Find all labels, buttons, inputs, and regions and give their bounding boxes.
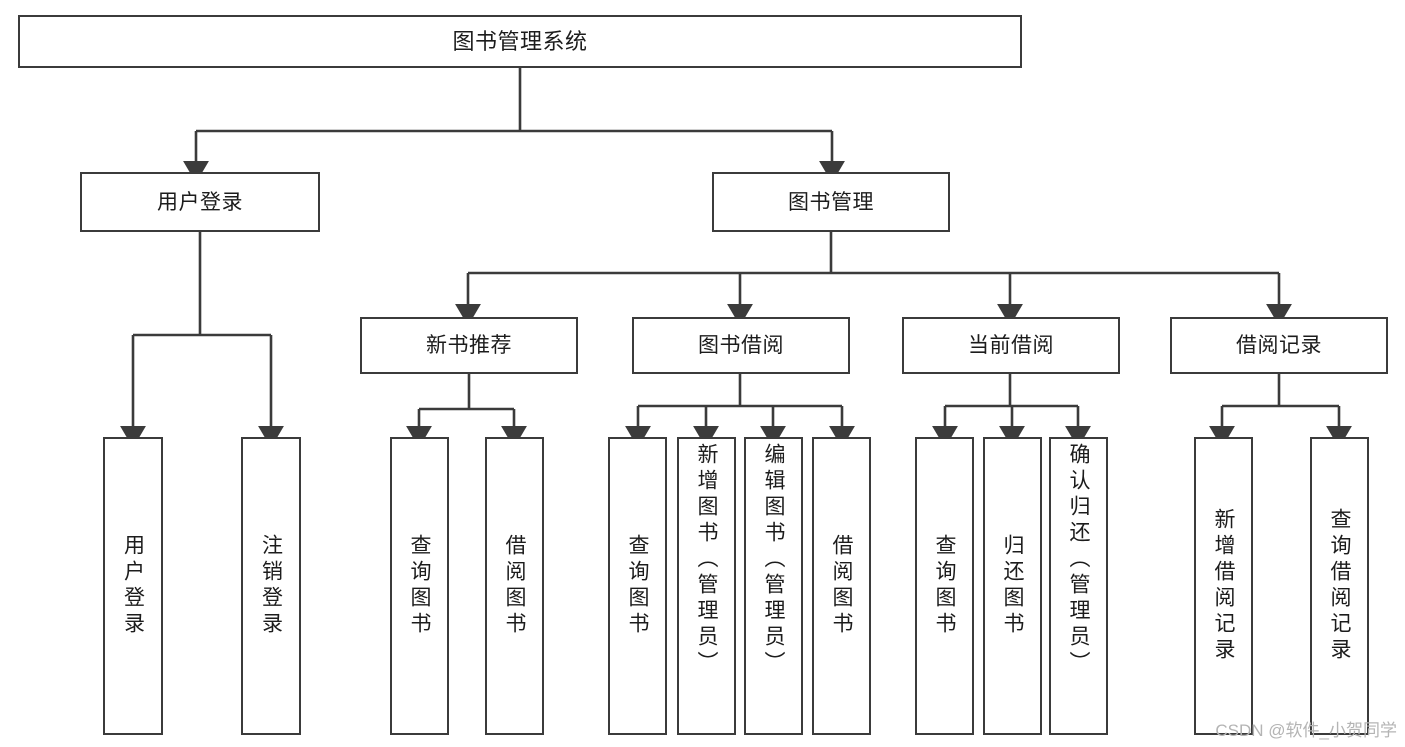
node-borrow-record-label: 借阅记录 bbox=[1236, 334, 1322, 357]
leaf-logout-login-label: 注销登录 bbox=[259, 534, 283, 638]
leaf-edit-book-admin-label: 编辑图书（管理员） bbox=[762, 443, 785, 677]
node-book-management-label: 图书管理 bbox=[788, 190, 874, 214]
leaf-logout-login[interactable]: 注销登录 bbox=[241, 437, 301, 735]
leaf-borrow-book-1[interactable]: 借阅图书 bbox=[485, 437, 544, 735]
node-new-book-recommend[interactable]: 新书推荐 bbox=[360, 317, 578, 374]
leaf-user-login[interactable]: 用户登录 bbox=[103, 437, 163, 735]
node-user-login-label: 用户登录 bbox=[157, 190, 243, 214]
leaf-return-book-label: 归还图书 bbox=[1001, 534, 1024, 638]
leaf-query-borrow-record-label: 查询借阅记录 bbox=[1328, 508, 1351, 664]
node-book-management[interactable]: 图书管理 bbox=[712, 172, 950, 232]
leaf-query-borrow-record[interactable]: 查询借阅记录 bbox=[1310, 437, 1369, 735]
csdn-watermark: CSDN @软件_小贺同学 bbox=[1215, 721, 1397, 740]
leaf-return-book[interactable]: 归还图书 bbox=[983, 437, 1042, 735]
node-book-borrow[interactable]: 图书借阅 bbox=[632, 317, 850, 374]
leaf-edit-book-admin[interactable]: 编辑图书（管理员） bbox=[744, 437, 803, 735]
leaf-confirm-return-admin[interactable]: 确认归还（管理员） bbox=[1049, 437, 1108, 735]
node-user-login[interactable]: 用户登录 bbox=[80, 172, 320, 232]
leaf-borrow-book-2-label: 借阅图书 bbox=[830, 534, 853, 638]
node-current-borrow-label: 当前借阅 bbox=[968, 334, 1054, 357]
node-book-borrow-label: 图书借阅 bbox=[698, 334, 784, 357]
leaf-borrow-book-1-label: 借阅图书 bbox=[503, 534, 526, 638]
leaf-query-book-2[interactable]: 查询图书 bbox=[608, 437, 667, 735]
node-root[interactable]: 图书管理系统 bbox=[18, 15, 1022, 68]
leaf-add-borrow-record[interactable]: 新增借阅记录 bbox=[1194, 437, 1253, 735]
leaf-add-book-admin[interactable]: 新增图书（管理员） bbox=[677, 437, 736, 735]
leaf-user-login-label: 用户登录 bbox=[121, 534, 145, 638]
leaf-add-book-admin-label: 新增图书（管理员） bbox=[695, 443, 718, 677]
leaf-query-book-3-label: 查询图书 bbox=[933, 534, 956, 638]
leaf-confirm-return-admin-label: 确认归还（管理员） bbox=[1067, 443, 1090, 677]
node-new-book-recommend-label: 新书推荐 bbox=[426, 334, 512, 357]
leaf-add-borrow-record-label: 新增借阅记录 bbox=[1212, 508, 1235, 664]
node-borrow-record[interactable]: 借阅记录 bbox=[1170, 317, 1388, 374]
node-current-borrow[interactable]: 当前借阅 bbox=[902, 317, 1120, 374]
leaf-query-book-1-label: 查询图书 bbox=[408, 534, 431, 638]
node-root-label: 图书管理系统 bbox=[452, 28, 588, 54]
leaf-query-book-3[interactable]: 查询图书 bbox=[915, 437, 974, 735]
leaf-query-book-1[interactable]: 查询图书 bbox=[390, 437, 449, 735]
leaf-borrow-book-2[interactable]: 借阅图书 bbox=[812, 437, 871, 735]
leaf-query-book-2-label: 查询图书 bbox=[626, 534, 649, 638]
